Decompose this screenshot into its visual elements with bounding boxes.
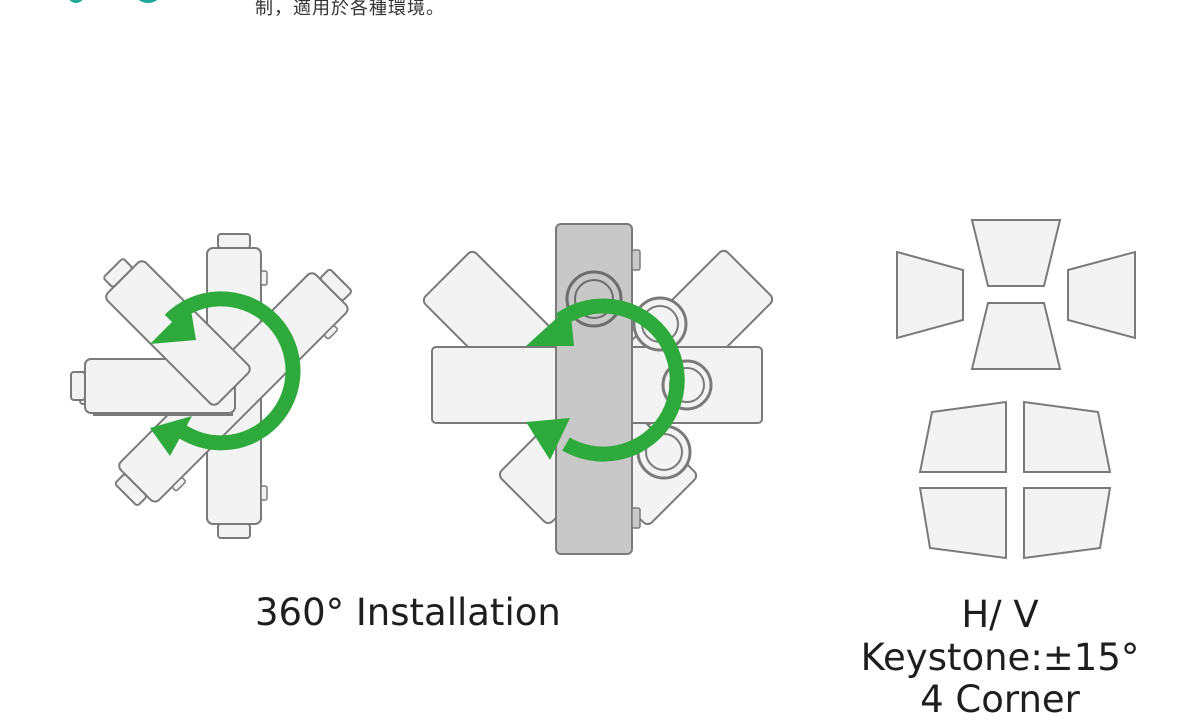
corner-top-left-shape	[918, 400, 1007, 473]
keystone-diagram	[896, 219, 1136, 560]
rotation-diagram-small	[70, 233, 366, 539]
corner-bottom-right-shape	[1023, 487, 1112, 560]
installation-caption: 360° Installation	[255, 591, 561, 634]
rotation-diagram-large	[422, 223, 774, 555]
keystone-top-shape	[970, 219, 1062, 287]
keystone-left-shape	[896, 250, 964, 340]
description-text: 制，適用於各種環境。	[255, 0, 445, 19]
keystone-right-shape	[1067, 250, 1136, 340]
keystone-line-2: Keystone:±15°	[860, 635, 1140, 679]
corner-top-right-shape	[1023, 400, 1112, 473]
keystone-line-1: H/ V	[961, 593, 1039, 636]
keystone-caption: H/ V Keystone:±15° 4 Corner	[840, 593, 1160, 722]
rotation-arrow-icon	[526, 298, 685, 462]
keystone-line-3: 4 Corner	[920, 678, 1080, 722]
keystone-bottom-shape	[970, 302, 1062, 370]
corner-bottom-left-shape	[918, 487, 1007, 560]
rotation-arrow-icon	[150, 291, 301, 456]
